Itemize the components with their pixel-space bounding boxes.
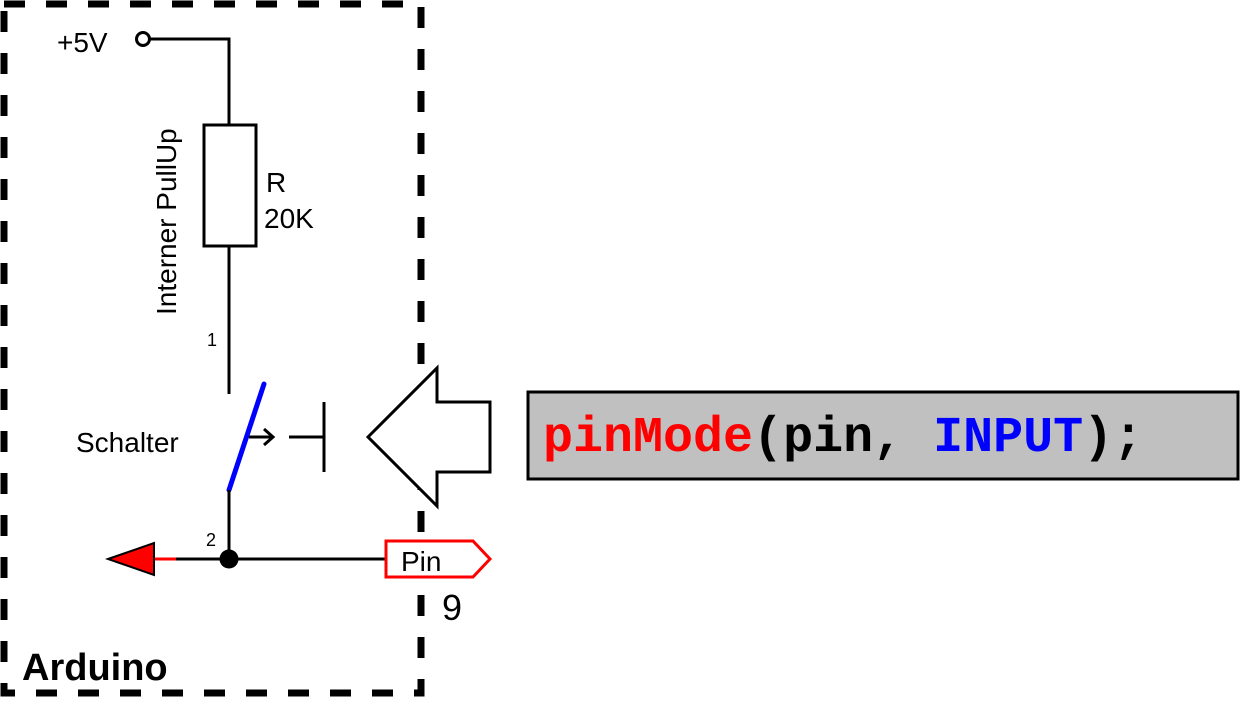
code-line: pinMode(pin, INPUT); (543, 410, 1143, 467)
code-argument: pin (783, 410, 873, 467)
actuator-arrow-head (263, 427, 276, 447)
big-arrow-icon (365, 364, 492, 510)
code-close: ); (1083, 410, 1143, 467)
resistor (202, 123, 258, 248)
code-function: pinMode (543, 410, 753, 467)
code-space (903, 410, 933, 467)
pullup-label: Interner PullUp (151, 128, 182, 315)
arduino-boundary (0, 0, 425, 697)
resistor-name: R (266, 167, 286, 198)
board-label: Arduino (22, 647, 168, 689)
resistor-value: 20K (264, 203, 314, 234)
switch-label: Schalter (76, 427, 179, 458)
pin-tag (384, 539, 493, 579)
supply-terminal (135, 31, 151, 47)
code-comma: , (873, 410, 903, 467)
code-box (526, 390, 1240, 481)
switch-blade (226, 381, 267, 493)
pin-tag-label: Pin (401, 546, 441, 577)
pin-number-1: 1 (207, 330, 217, 350)
supply-wire (150, 37, 231, 125)
supply-label: +5V (57, 27, 108, 58)
pin-number-2: 2 (206, 530, 216, 550)
pin-tag-number: 9 (442, 587, 462, 628)
signal-arrow-icon (104, 541, 155, 577)
code-open-paren: ( (753, 410, 783, 467)
code-constant: INPUT (933, 410, 1083, 467)
